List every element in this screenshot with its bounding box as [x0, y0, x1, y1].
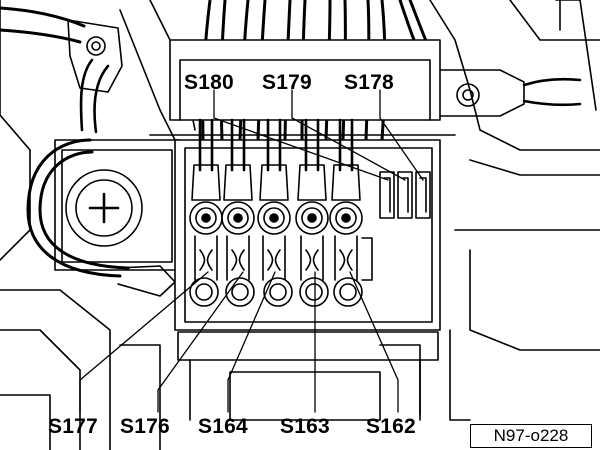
- battery-outline: [54, 139, 181, 271]
- battery-terminal-clamp: [0, 6, 123, 93]
- lower-bolts: [189, 277, 363, 307]
- strip-fuse-links: [194, 235, 373, 281]
- upper-bolts: [189, 201, 363, 235]
- label-s177: S177: [48, 415, 98, 438]
- label-s176: S176: [120, 415, 170, 438]
- label-s180: S180: [184, 71, 234, 94]
- label-s164: S164: [198, 415, 248, 438]
- leader-lines: [79, 89, 424, 413]
- label-s179: S179: [262, 71, 312, 94]
- label-s162: S162: [366, 415, 416, 438]
- right-terminal-clamp: [437, 0, 597, 117]
- cable-lugs: [191, 164, 361, 201]
- battery-cable: [26, 58, 176, 297]
- connector-housing: [149, 39, 456, 136]
- label-s163: S163: [280, 415, 330, 438]
- reference-code-box: N97-o228: [470, 424, 592, 448]
- label-s178: S178: [344, 71, 394, 94]
